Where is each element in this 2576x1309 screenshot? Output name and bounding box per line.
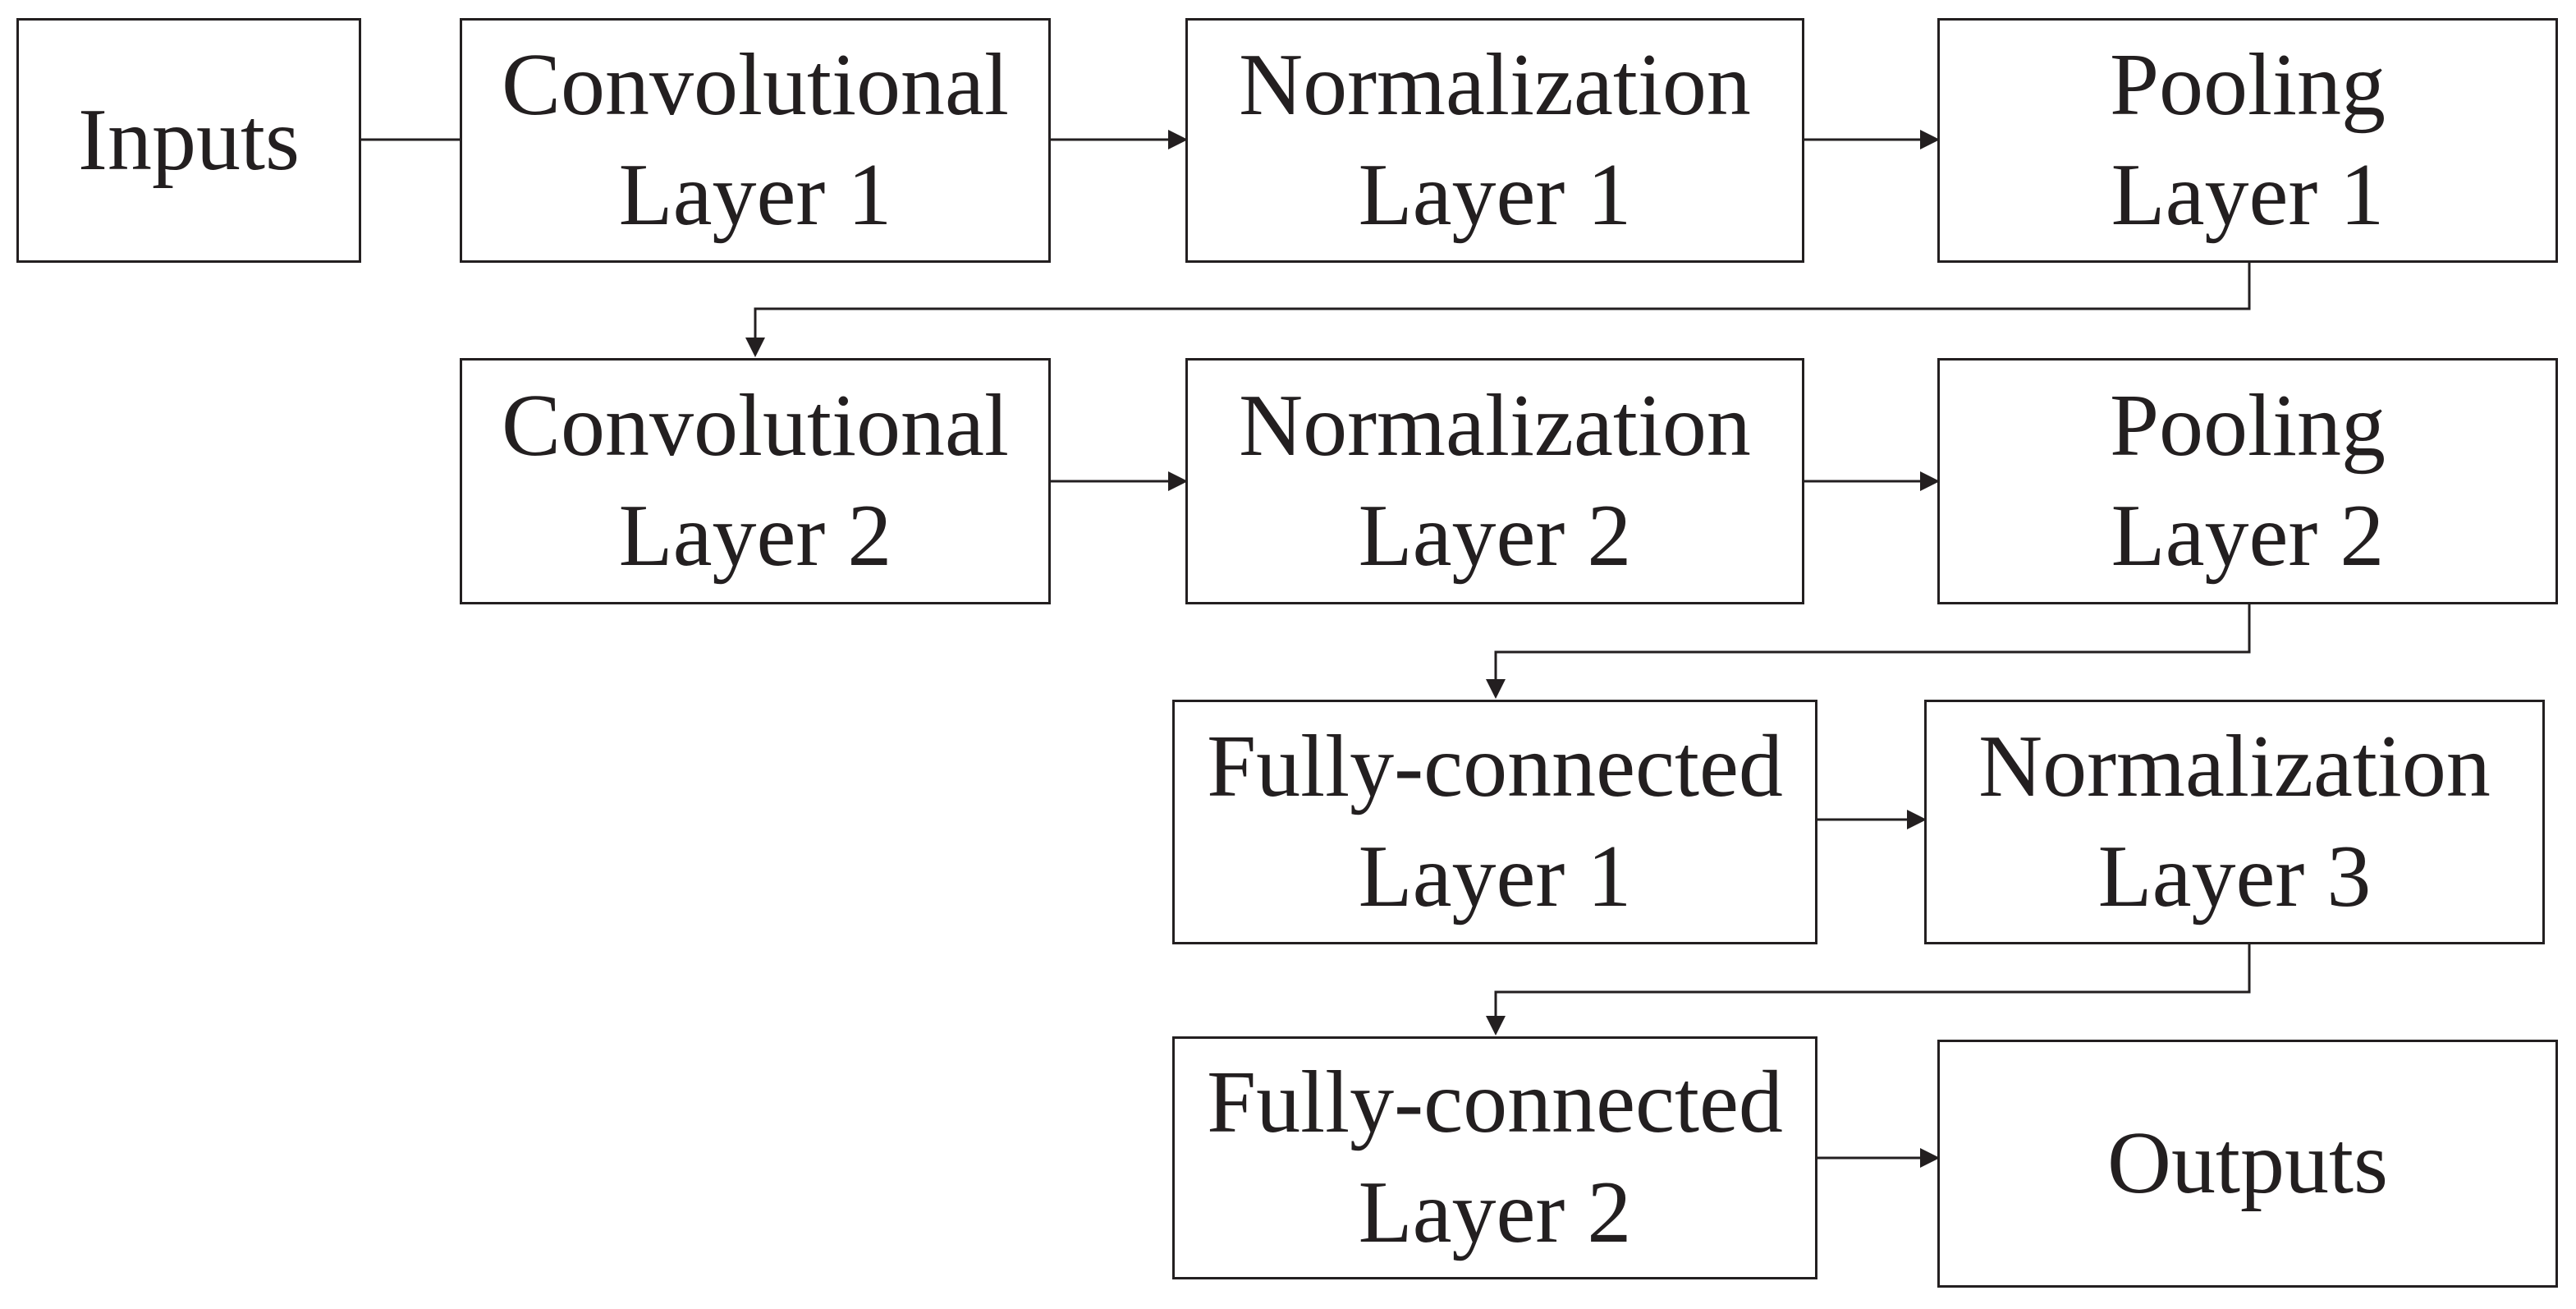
- node-norm3-line2: Layer 3: [2097, 828, 2372, 925]
- node-pool1-line1: Pooling: [2109, 36, 2386, 134]
- node-conv2-line1: Convolutional: [502, 377, 1009, 475]
- node-norm3-line1: Normalization: [1978, 718, 2491, 815]
- node-conv1: Convolutional Layer 1: [460, 18, 1051, 263]
- node-pool2-line1: Pooling: [2109, 377, 2386, 475]
- node-norm2: Normalization Layer 2: [1185, 358, 1804, 604]
- edge-pool1-conv2: [745, 263, 2251, 357]
- node-norm1: Normalization Layer 1: [1185, 18, 1804, 263]
- node-pool1: Pooling Layer 1: [1937, 18, 2558, 263]
- edge-norm3-fc2: [1486, 944, 2251, 1036]
- node-pool2: Pooling Layer 2: [1937, 358, 2558, 604]
- node-outputs-label: Outputs: [2106, 1114, 2389, 1212]
- node-outputs: Outputs: [1937, 1040, 2558, 1288]
- node-norm2-line1: Normalization: [1239, 377, 1751, 475]
- node-fc2-line1: Fully-connected: [1207, 1054, 1783, 1151]
- node-conv1-line2: Layer 1: [618, 146, 892, 244]
- node-fc1: Fully-connected Layer 1: [1172, 700, 1817, 944]
- node-norm1-line1: Normalization: [1239, 36, 1751, 134]
- node-conv2: Convolutional Layer 2: [460, 358, 1051, 604]
- node-norm1-line2: Layer 1: [1358, 146, 1632, 244]
- node-fc2: Fully-connected Layer 2: [1172, 1036, 1817, 1279]
- node-pool1-line2: Layer 1: [2111, 146, 2385, 244]
- node-inputs-label: Inputs: [78, 91, 300, 189]
- node-conv1-line1: Convolutional: [502, 36, 1009, 134]
- node-pool2-line2: Layer 2: [2111, 487, 2385, 585]
- node-fc1-line1: Fully-connected: [1207, 718, 1783, 815]
- node-fc1-line2: Layer 1: [1358, 828, 1632, 925]
- node-fc2-line2: Layer 2: [1358, 1164, 1632, 1261]
- node-norm2-line2: Layer 2: [1358, 487, 1632, 585]
- edge-pool2-fc1: [1486, 604, 2251, 699]
- node-inputs: Inputs: [16, 18, 361, 263]
- node-conv2-line2: Layer 2: [618, 487, 892, 585]
- node-norm3: Normalization Layer 3: [1924, 700, 2545, 944]
